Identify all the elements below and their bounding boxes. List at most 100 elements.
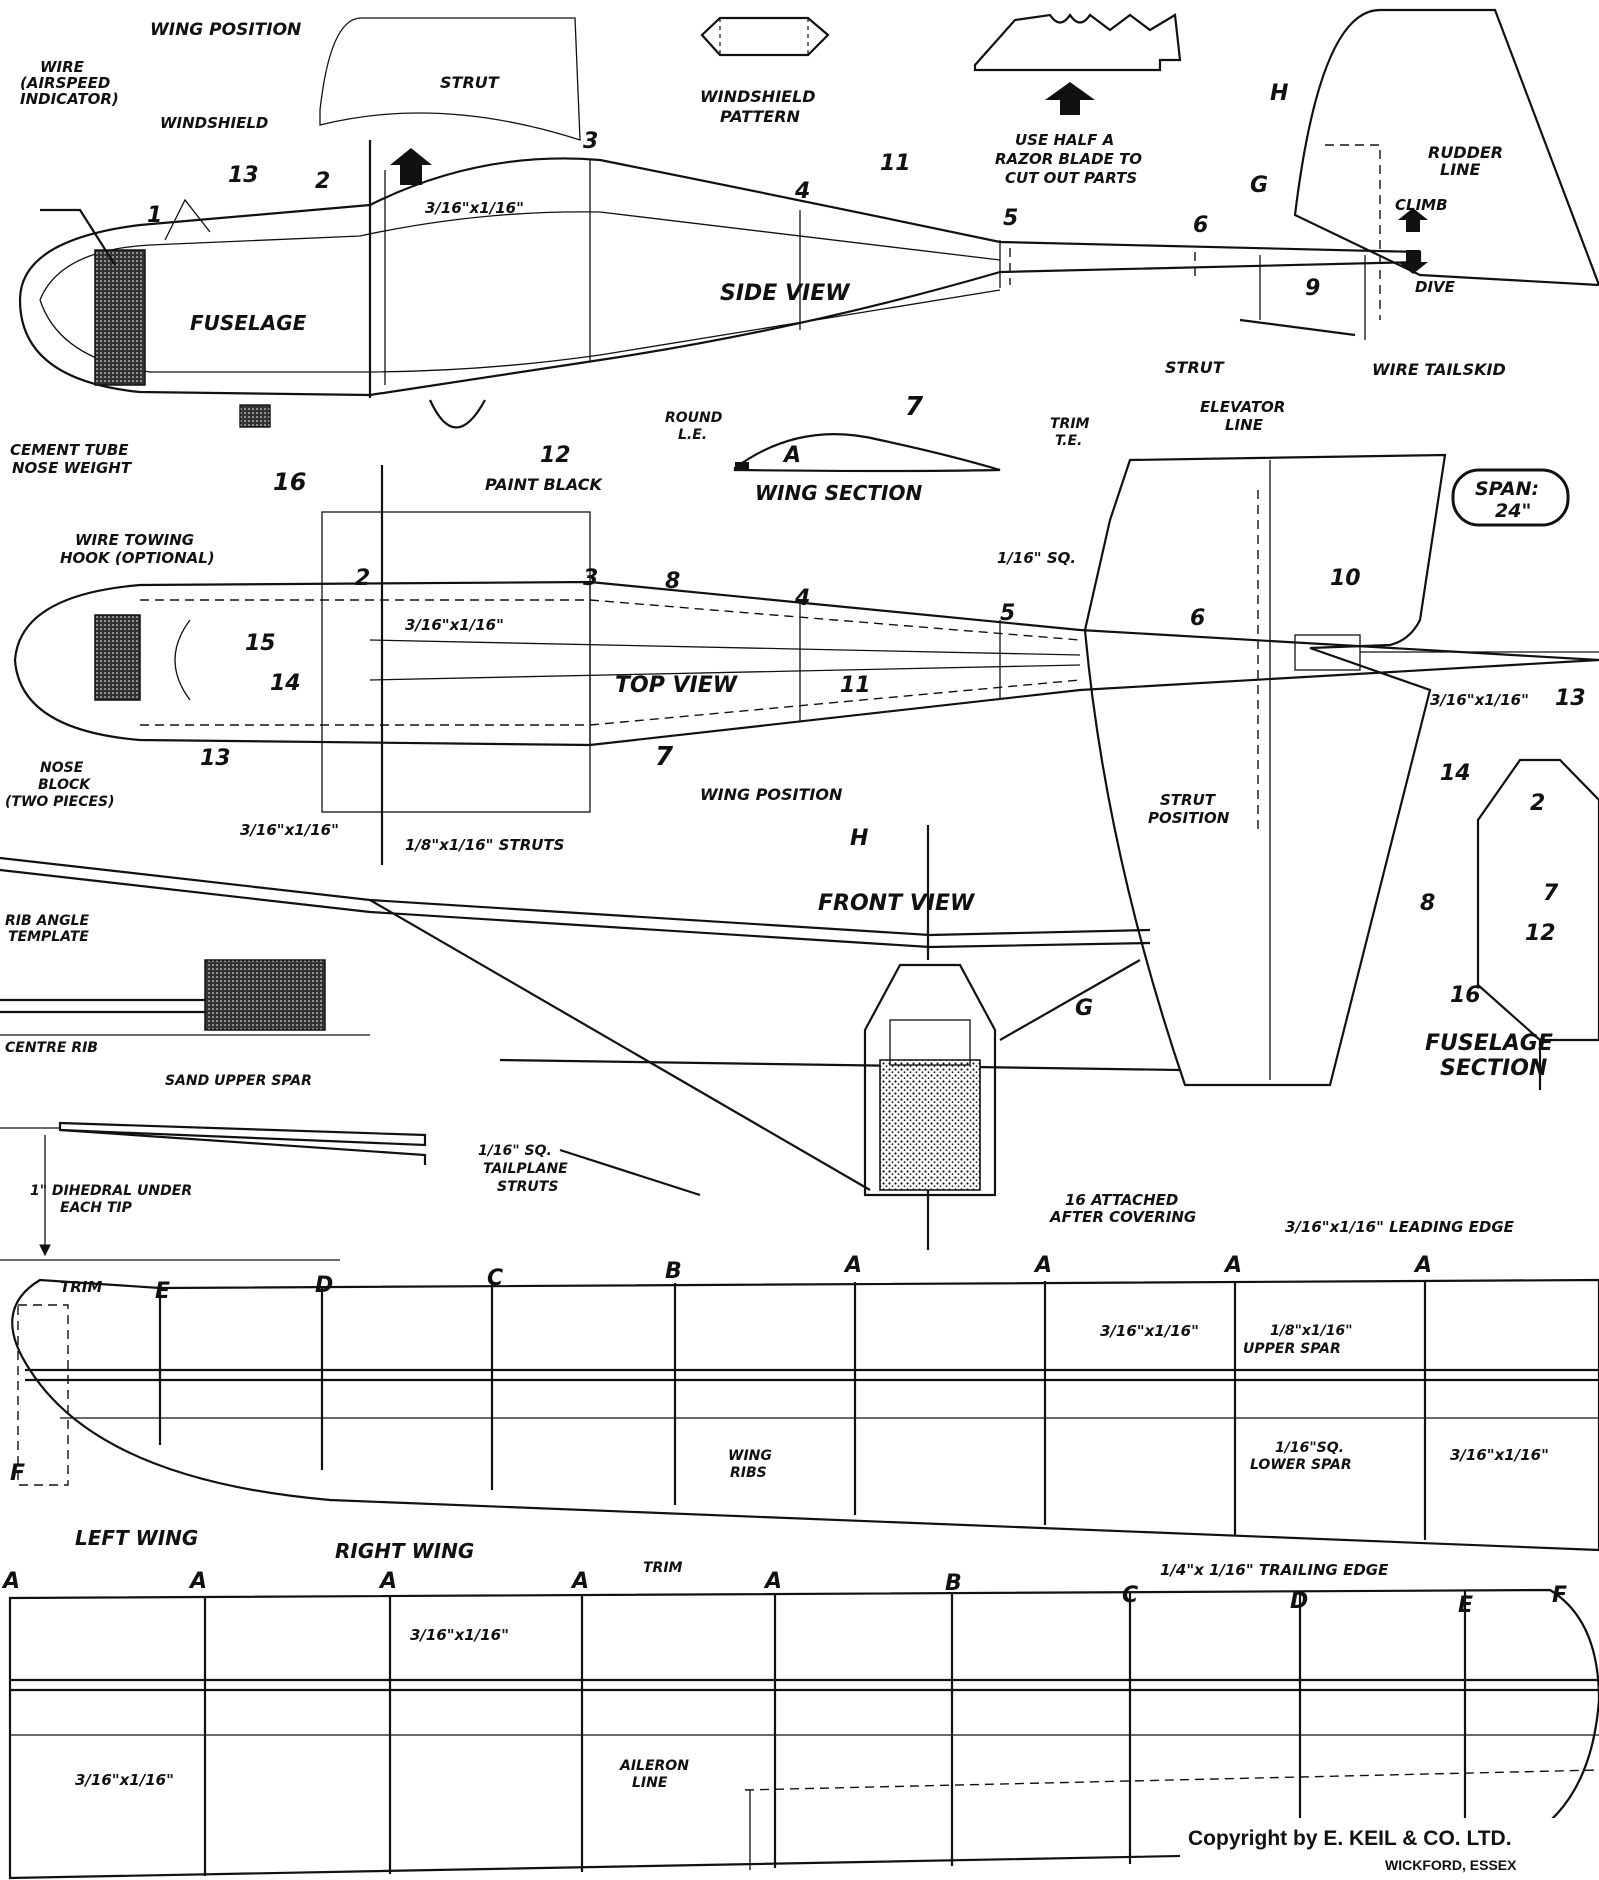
towing-hook-block bbox=[239, 404, 271, 428]
label-climb: CLIMB bbox=[1395, 196, 1448, 214]
letter-a-right-3: A bbox=[378, 1569, 397, 1594]
label-dive: DIVE bbox=[1415, 278, 1456, 296]
letter-c-left: C bbox=[487, 1266, 503, 1291]
letter-a-left-1: A bbox=[843, 1253, 862, 1278]
letter-a-right-1: A bbox=[1, 1569, 20, 1594]
airspeed-wire bbox=[40, 208, 116, 266]
label-wing-section: WING SECTION bbox=[755, 481, 922, 505]
size-right-1: 3/16"x1/16" bbox=[410, 1626, 509, 1644]
size-top: 3/16"x1/16" bbox=[405, 616, 504, 634]
num-4: 4 bbox=[794, 179, 810, 204]
letter-b-left: B bbox=[665, 1259, 682, 1284]
copyright-backdrop bbox=[1180, 1818, 1599, 1880]
nose-block-top bbox=[94, 614, 141, 701]
front-view: FRONT VIEW 3/16"x1/16" H G 1/16" SQ.TAIL… bbox=[0, 821, 1196, 1250]
num-13-sec: 13 bbox=[1555, 686, 1586, 711]
num-3: 3 bbox=[583, 129, 598, 154]
letter-a-right-4: A bbox=[570, 1569, 589, 1594]
right-wing-ribs bbox=[203, 1590, 1467, 1876]
label-front-view: FRONT VIEW bbox=[818, 891, 976, 916]
left-wing: TRIM E D C B A A A A F 3/16"x1/16" LEADI… bbox=[10, 1218, 1599, 1552]
span-badge: SPAN:24" bbox=[1451, 468, 1570, 527]
fuselage-inner-bottom bbox=[39, 289, 1001, 373]
wing-position-outline bbox=[319, 17, 581, 141]
fin-outline bbox=[1293, 8, 1599, 287]
num-4-top: 4 bbox=[794, 586, 810, 611]
size-front: 3/16"x1/16" bbox=[240, 821, 339, 839]
num-15-top: 15 bbox=[245, 631, 276, 656]
letter-d-left: D bbox=[315, 1273, 333, 1298]
label-centre-rib: CENTRE RIB bbox=[5, 1040, 98, 1056]
num-7: 7 bbox=[905, 392, 924, 422]
label-paint-black: PAINT BLACK bbox=[485, 475, 603, 494]
copyright-place: WICKFORD, ESSEX bbox=[1385, 1857, 1517, 1873]
dive-arrow-icon bbox=[1398, 250, 1428, 274]
letter-g: G bbox=[1250, 173, 1268, 198]
label-left-wing: LEFT WING bbox=[75, 1526, 198, 1550]
label-wing-position-top: WING POSITION bbox=[700, 785, 843, 804]
num-7-top: 7 bbox=[655, 742, 674, 772]
letter-a-left-3: A bbox=[1223, 1253, 1242, 1278]
label-right-wing: RIGHT WING bbox=[335, 1539, 474, 1563]
num-14-sec: 14 bbox=[1440, 761, 1471, 786]
label-fuselage: FUSELAGE bbox=[190, 311, 307, 335]
label-trailing-edge: 1/4"x 1/16" TRAILING EDGE bbox=[1160, 1561, 1389, 1579]
label-upper-spar: 1/8"x1/16"UPPER SPAR bbox=[1243, 1323, 1353, 1357]
letter-a-section: A bbox=[782, 443, 801, 468]
label-sand-upper-spar: SAND UPPER SPAR bbox=[165, 1073, 312, 1089]
size-right-2: 3/16"x1/16" bbox=[75, 1771, 174, 1789]
num-11-top: 11 bbox=[840, 673, 871, 698]
num-13: 13 bbox=[228, 163, 259, 188]
climb-arrow-icon bbox=[1398, 208, 1428, 232]
letter-a-right-2: A bbox=[188, 1569, 207, 1594]
letter-b-right: B bbox=[945, 1571, 962, 1596]
razor-arrow-icon bbox=[1045, 82, 1095, 115]
letter-e-right: E bbox=[1458, 1593, 1473, 1618]
num-2: 2 bbox=[315, 169, 330, 194]
num-2-top: 2 bbox=[355, 566, 370, 591]
letter-h-front: H bbox=[850, 826, 868, 851]
num-6: 6 bbox=[1193, 213, 1208, 238]
label-trim-left: TRIM bbox=[60, 1278, 102, 1296]
num-16-sec: 16 bbox=[1450, 983, 1481, 1008]
label-strut-tail: STRUT bbox=[1165, 358, 1225, 377]
num-7-sec: 7 bbox=[1543, 881, 1559, 906]
label-lower-spar: 1/16"SQ.LOWER SPAR bbox=[1250, 1440, 1352, 1473]
rudder-line bbox=[1325, 144, 1381, 320]
label-span: SPAN:24" bbox=[1475, 478, 1539, 522]
wing-position-rect-top bbox=[321, 511, 591, 813]
label-leading-edge: 3/16"x1/16" LEADING EDGE bbox=[1285, 1218, 1515, 1236]
fuselage-front-section bbox=[863, 963, 997, 1197]
num-10-top: 10 bbox=[1330, 566, 1361, 591]
letter-a-left-4: A bbox=[1413, 1253, 1432, 1278]
label-strut: STRUT bbox=[440, 73, 500, 92]
copyright-text: Copyright by E. KEIL & CO. LTD. bbox=[1188, 1827, 1512, 1850]
paint-black-ball bbox=[428, 399, 486, 429]
letter-e-left: E bbox=[155, 1279, 170, 1304]
label-trim-mid: TRIM bbox=[643, 1560, 683, 1576]
letter-a-left-2: A bbox=[1033, 1253, 1052, 1278]
size-side: 3/16"x1/16" bbox=[425, 199, 524, 217]
tail-block-top bbox=[1294, 634, 1361, 671]
size-left-1: 3/16"x1/16" bbox=[1100, 1322, 1199, 1340]
num-9: 9 bbox=[1305, 276, 1320, 301]
size-section: 3/16"x1/16" bbox=[1430, 691, 1529, 709]
num-5: 5 bbox=[1003, 206, 1018, 231]
num-3-top: 3 bbox=[583, 566, 598, 591]
label-wing-position: WING POSITION bbox=[150, 20, 301, 40]
